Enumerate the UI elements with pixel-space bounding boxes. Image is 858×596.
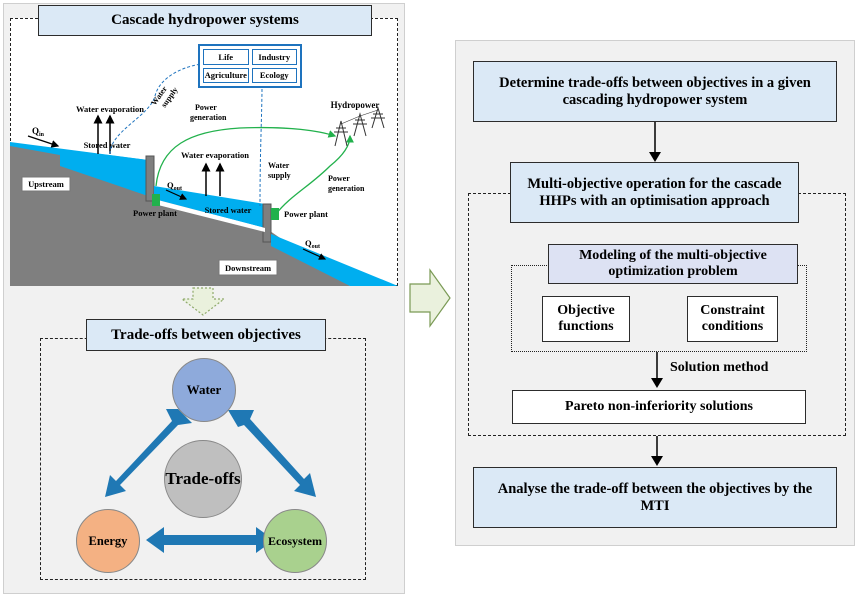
modeling-box: Modeling of the multi-objective optimiza… bbox=[548, 244, 798, 284]
water-supply-2: Water bbox=[268, 161, 290, 170]
water-circle: Water bbox=[172, 358, 236, 422]
objective-functions-box: Objective functions bbox=[542, 296, 630, 342]
svg-text:supply: supply bbox=[268, 171, 291, 180]
power-plant-2: Power plant bbox=[284, 209, 328, 219]
energy-circle: Energy bbox=[76, 509, 140, 573]
stored-water-1: Stored water bbox=[84, 140, 131, 150]
water-use-grid: Life Industry Agriculture Ecology bbox=[198, 44, 302, 88]
use-agriculture: Agriculture bbox=[203, 67, 249, 83]
step-determine-tradeoffs: Determine trade-offs between objectives … bbox=[473, 61, 837, 122]
q-out-1: Qout bbox=[167, 180, 182, 192]
flow-arrow-3 bbox=[651, 436, 663, 466]
step-analyse-mti: Analyse the trade-off between the object… bbox=[473, 467, 837, 528]
pareto-solutions-box: Pareto non-inferiority solutions bbox=[512, 390, 806, 424]
right-arrow-icon bbox=[409, 268, 451, 328]
hydropower-label: Hydropower bbox=[331, 100, 380, 110]
power-plant-1: Power plant bbox=[133, 208, 177, 218]
power-generation-1: Power bbox=[195, 103, 217, 112]
q-in-label: Qin bbox=[32, 126, 45, 138]
downstream-label: Downstream bbox=[225, 263, 271, 273]
arrow-energy-ecosystem bbox=[146, 527, 274, 553]
q-out-2: Qout bbox=[305, 238, 320, 250]
down-arrow-icon bbox=[180, 287, 226, 316]
upstream-water-body bbox=[60, 149, 148, 196]
stored-water-2: Stored water bbox=[205, 205, 252, 215]
ecosystem-circle: Ecosystem bbox=[263, 509, 327, 573]
flow-arrow-1 bbox=[649, 122, 661, 162]
tradeoffs-title: Trade-offs between objectives bbox=[86, 319, 326, 351]
flow-arrow-2 bbox=[651, 352, 663, 388]
dam-2 bbox=[262, 203, 272, 243]
step-multi-objective: Multi-objective operation for the cascad… bbox=[510, 162, 799, 223]
arrow-water-ecosystem bbox=[228, 410, 316, 497]
arrow-water-energy bbox=[105, 409, 192, 497]
use-life: Life bbox=[203, 49, 249, 65]
upstream-label: Upstream bbox=[28, 179, 64, 189]
svg-text:generation: generation bbox=[190, 113, 227, 122]
solution-method-label: Solution method bbox=[670, 360, 769, 375]
use-ecology: Ecology bbox=[251, 67, 297, 83]
terrain bbox=[10, 144, 350, 286]
pylons-icon bbox=[334, 106, 385, 147]
dam-1 bbox=[145, 155, 155, 202]
water-evaporation-1: Water evaporation bbox=[76, 104, 144, 114]
use-industry: Industry bbox=[251, 49, 297, 65]
constraint-conditions-box: Constraint conditions bbox=[687, 296, 778, 342]
svg-text:generation: generation bbox=[328, 184, 365, 193]
hydropower-scene: Qin Water evaporation Stored water Upstr… bbox=[10, 63, 398, 286]
water-evaporation-2: Water evaporation bbox=[181, 150, 249, 160]
power-generation-2: Power bbox=[328, 174, 350, 183]
cascade-system-title: Cascade hydropower systems bbox=[38, 5, 372, 36]
tradeoffs-diagram bbox=[105, 409, 316, 553]
downstream-water bbox=[271, 234, 398, 286]
center-tradeoffs-circle: Trade-offs bbox=[164, 440, 242, 518]
